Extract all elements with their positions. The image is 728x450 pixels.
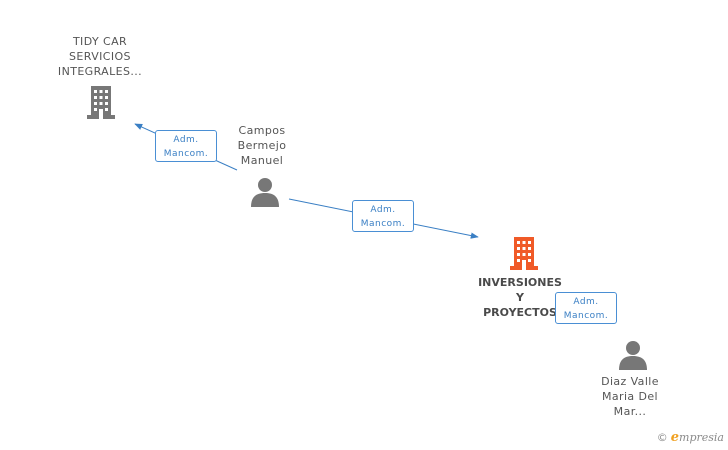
building-icon[interactable] <box>508 236 540 270</box>
company-tidy-car-label[interactable]: TIDY CAR SERVICIOS INTEGRALES... <box>40 34 160 79</box>
role-badge[interactable]: Adm. Mancom. <box>155 130 217 162</box>
building-icon[interactable] <box>85 85 117 119</box>
label-line: Y <box>516 291 524 304</box>
empresia-watermark: ©empresia <box>657 430 724 445</box>
label-line: Manuel <box>240 154 284 167</box>
label-line: INVERSIONES <box>478 276 562 289</box>
role-line: Mancom. <box>360 219 406 229</box>
copyright-icon: © <box>656 431 668 444</box>
role-line: Adm. <box>173 135 199 145</box>
person-campos-label[interactable]: Campos Bermejo Manuel <box>222 123 302 168</box>
role-badge[interactable]: Adm. Mancom. <box>352 200 414 232</box>
company-inversiones-label[interactable]: INVERSIONES Y PROYECTOS <box>470 275 570 320</box>
person-diaz-label[interactable]: Diaz Valle Maria Del Mar... <box>590 374 670 419</box>
role-line: Adm. <box>573 297 599 307</box>
label-line: Maria Del <box>602 390 658 403</box>
role-badge[interactable]: Adm. Mancom. <box>555 292 617 324</box>
label-line: SERVICIOS <box>69 50 131 63</box>
label-line: TIDY CAR <box>72 35 128 48</box>
label-line: PROYECTOS <box>483 306 557 319</box>
brand-name: mpresia <box>679 431 724 444</box>
role-line: Adm. <box>370 205 396 215</box>
label-line: INTEGRALES... <box>57 65 143 78</box>
label-line: Campos <box>238 124 286 137</box>
brand-letter: e <box>670 430 680 445</box>
label-line: Bermejo <box>237 139 287 152</box>
role-line: Mancom. <box>563 311 609 321</box>
role-line: Mancom. <box>163 149 209 159</box>
person-icon[interactable] <box>618 340 648 370</box>
label-line: Mar... <box>613 405 647 418</box>
person-icon[interactable] <box>250 177 280 207</box>
label-line: Diaz Valle <box>601 375 659 388</box>
